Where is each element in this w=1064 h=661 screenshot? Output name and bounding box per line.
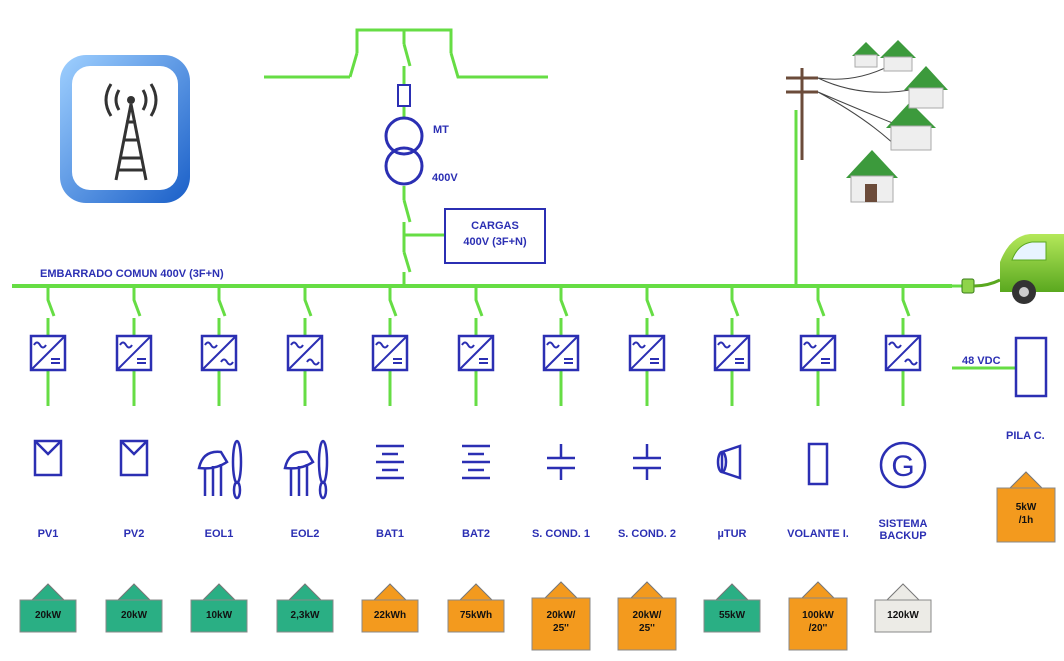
- pv-panel-icon: [33, 439, 63, 477]
- unit-label: EOL1: [204, 528, 234, 540]
- fuel-cell-label: PILA C.: [1006, 430, 1045, 442]
- rating-badge: [874, 583, 932, 633]
- rating-badge-text: 75kWh: [459, 610, 493, 621]
- rating-badge-text: 20kW: [120, 610, 148, 621]
- rating-badge-text: 120kW: [887, 610, 919, 621]
- unit-label: BAT1: [376, 528, 404, 540]
- wind-turbine-icon: [283, 439, 329, 500]
- ev-plug-icon: [952, 278, 1001, 294]
- rating-badge-text: 10kW: [205, 610, 233, 621]
- rating-badge: [703, 583, 761, 633]
- rating-badge: [617, 581, 677, 651]
- unit-label: PV1: [37, 528, 59, 540]
- wireless-tower-icon: [60, 55, 190, 203]
- unit-label: BAT2: [462, 528, 490, 540]
- rating-badge-text: 22kWh: [373, 610, 407, 621]
- unit-7: [542, 286, 580, 480]
- loads-box: [444, 208, 546, 264]
- mv-feeder: [264, 28, 548, 286]
- unit-6: [457, 286, 495, 480]
- unit-label: EOL2: [290, 528, 320, 540]
- ac-ac-converter-icon: [884, 334, 922, 372]
- dc-link-label: 48 VDC: [962, 355, 1001, 367]
- fuel-cell-rating-badge: [996, 471, 1056, 543]
- rating-badge: [788, 581, 848, 651]
- dc-ac-converter-icon: [542, 334, 580, 372]
- unit-label: VOLANTE I.: [787, 528, 849, 540]
- capacitor-icon: [633, 444, 661, 480]
- unit-label: µTUR: [717, 528, 747, 540]
- generator-letter: G: [891, 450, 914, 483]
- utility-pole-icon: [786, 59, 911, 160]
- transformer-mt-label: MT: [433, 124, 449, 136]
- fuel-cell-icon: [1014, 336, 1048, 398]
- unit-2: [115, 286, 153, 477]
- ac-ac-converter-icon: [200, 334, 238, 372]
- rating-badge-text: 20kW/ 25'': [632, 610, 662, 634]
- dc-ac-converter-icon: [371, 334, 409, 372]
- rating-badge: [361, 583, 419, 633]
- unit-9: [713, 286, 751, 480]
- rating-badge-text: 20kW/ 25'': [546, 610, 576, 634]
- pv-panel-icon: [119, 439, 149, 477]
- unit-4: [283, 286, 329, 500]
- rating-badge-text: 2,3kW: [290, 610, 320, 621]
- dc-ac-converter-icon: [457, 334, 495, 372]
- battery-icon: [462, 444, 490, 480]
- mv-fuse-icon: [397, 84, 411, 107]
- dc-ac-converter-icon: [713, 334, 751, 372]
- dc-ac-converter-icon: [799, 334, 837, 372]
- unit-label: S. COND. 1: [531, 528, 591, 540]
- rating-badge: [531, 581, 591, 651]
- generator-icon: G: [879, 441, 927, 489]
- unit-1: [29, 286, 67, 477]
- unit-8: [628, 286, 666, 480]
- fuel-cell-rating-text: 5kW /1h: [1015, 502, 1037, 526]
- transformer-lv-label: 400V: [432, 172, 458, 184]
- microturbine-icon: [716, 444, 742, 480]
- loads-label-line1: CARGAS: [471, 220, 519, 232]
- flywheel-icon: [807, 442, 829, 486]
- wind-turbine-icon: [197, 439, 243, 500]
- electric-car-icon: [1000, 234, 1064, 304]
- unit-label: SISTEMA BACKUP: [878, 518, 928, 542]
- dc-ac-converter-icon: [115, 334, 153, 372]
- dc-ac-converter-icon: [628, 334, 666, 372]
- houses-icon: [846, 40, 948, 203]
- unit-label: S. COND. 2: [617, 528, 677, 540]
- unit-10: [799, 286, 837, 486]
- busbar-label: EMBARRADO COMUN 400V (3F+N): [40, 268, 224, 280]
- battery-icon: [376, 444, 404, 480]
- unit-label: PV2: [123, 528, 145, 540]
- rating-badge-text: 100kW /20'': [802, 610, 834, 634]
- unit-5: [371, 286, 409, 480]
- rating-badge: [105, 583, 163, 633]
- rating-badge-text: 55kW: [718, 610, 746, 621]
- capacitor-icon: [547, 444, 575, 480]
- unit-3: [197, 286, 243, 500]
- ac-ac-converter-icon: [286, 334, 324, 372]
- rating-badge: [447, 583, 505, 633]
- unit-11: G: [879, 286, 927, 489]
- transformer-icon: [384, 116, 424, 186]
- rating-badge: [19, 583, 77, 633]
- rating-badge: [190, 583, 248, 633]
- dc-ac-converter-icon: [29, 334, 67, 372]
- rating-badge-text: 20kW: [34, 610, 62, 621]
- rating-badge: [276, 583, 334, 633]
- loads-label-line2: 400V (3F+N): [463, 236, 527, 248]
